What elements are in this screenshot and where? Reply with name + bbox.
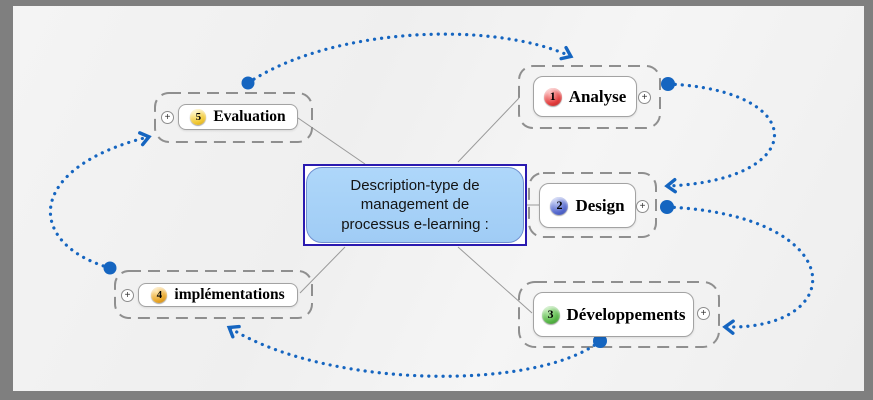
relationship-start-dot[interactable] xyxy=(241,76,255,90)
relationship-evaluation-to-analyse[interactable] xyxy=(246,32,574,85)
topic-implementations[interactable]: 4 implémentations xyxy=(138,283,298,307)
topic-connector-lines xyxy=(297,97,539,314)
expand-button-evaluation[interactable]: + xyxy=(161,111,174,124)
relationship-implementations-to-evaluation[interactable] xyxy=(48,131,152,270)
topic-analyse-label: Analyse xyxy=(568,86,627,106)
relationship-start-dot[interactable] xyxy=(660,200,674,214)
topic-developpements[interactable]: 3 Développements xyxy=(533,292,694,337)
central-topic[interactable]: Description-type de management de proces… xyxy=(303,164,527,246)
boundary-design[interactable] xyxy=(528,172,657,238)
relationship-start-dot[interactable] xyxy=(661,77,675,91)
expand-button-implementations[interactable]: + xyxy=(121,289,134,302)
topic-evaluation[interactable]: 5 Evaluation xyxy=(178,104,298,130)
topic-design-label: Design xyxy=(575,195,625,215)
relationship-start-dot[interactable] xyxy=(103,261,117,275)
connector-implementations xyxy=(299,246,346,294)
central-topic-text-line2: management de xyxy=(360,196,470,214)
relationship-analyse-to-design[interactable] xyxy=(664,82,777,194)
connector-evaluation xyxy=(297,117,366,165)
topic-analyse[interactable]: 1 Analyse xyxy=(533,76,637,117)
connector-analyse xyxy=(457,97,520,163)
expand-button-analyse[interactable]: + xyxy=(638,91,651,104)
connector-developpements xyxy=(457,246,533,314)
boundary-implementations[interactable] xyxy=(114,270,313,319)
topic-developpements-label: Développements xyxy=(566,304,686,324)
expand-button-developpements[interactable]: + xyxy=(697,307,710,320)
priority-4-icon: 4 xyxy=(151,287,168,303)
topic-design[interactable]: 2 Design xyxy=(539,183,636,228)
central-topic-body: Description-type de management de proces… xyxy=(306,167,524,243)
boundary-analyse[interactable] xyxy=(518,65,661,129)
priority-2-icon: 2 xyxy=(550,196,569,215)
boundary-evaluation[interactable] xyxy=(154,92,313,143)
relationship-design-to-developpements[interactable] xyxy=(665,205,815,335)
priority-5-icon: 5 xyxy=(190,109,207,125)
topic-evaluation-label: Evaluation xyxy=(213,108,286,125)
relationship-developpements-to-implementations[interactable] xyxy=(226,324,602,378)
central-topic-text-line3: processus e-learning : xyxy=(341,215,489,233)
priority-3-icon: 3 xyxy=(541,305,560,324)
central-topic-text-line1: Description-type de xyxy=(350,177,480,195)
expand-button-design[interactable]: + xyxy=(636,200,649,213)
boundary-developpements[interactable] xyxy=(518,281,720,348)
priority-1-icon: 1 xyxy=(543,87,562,106)
topic-implementations-label: implémentations xyxy=(174,286,285,303)
relationship-start-dot[interactable] xyxy=(593,334,607,348)
